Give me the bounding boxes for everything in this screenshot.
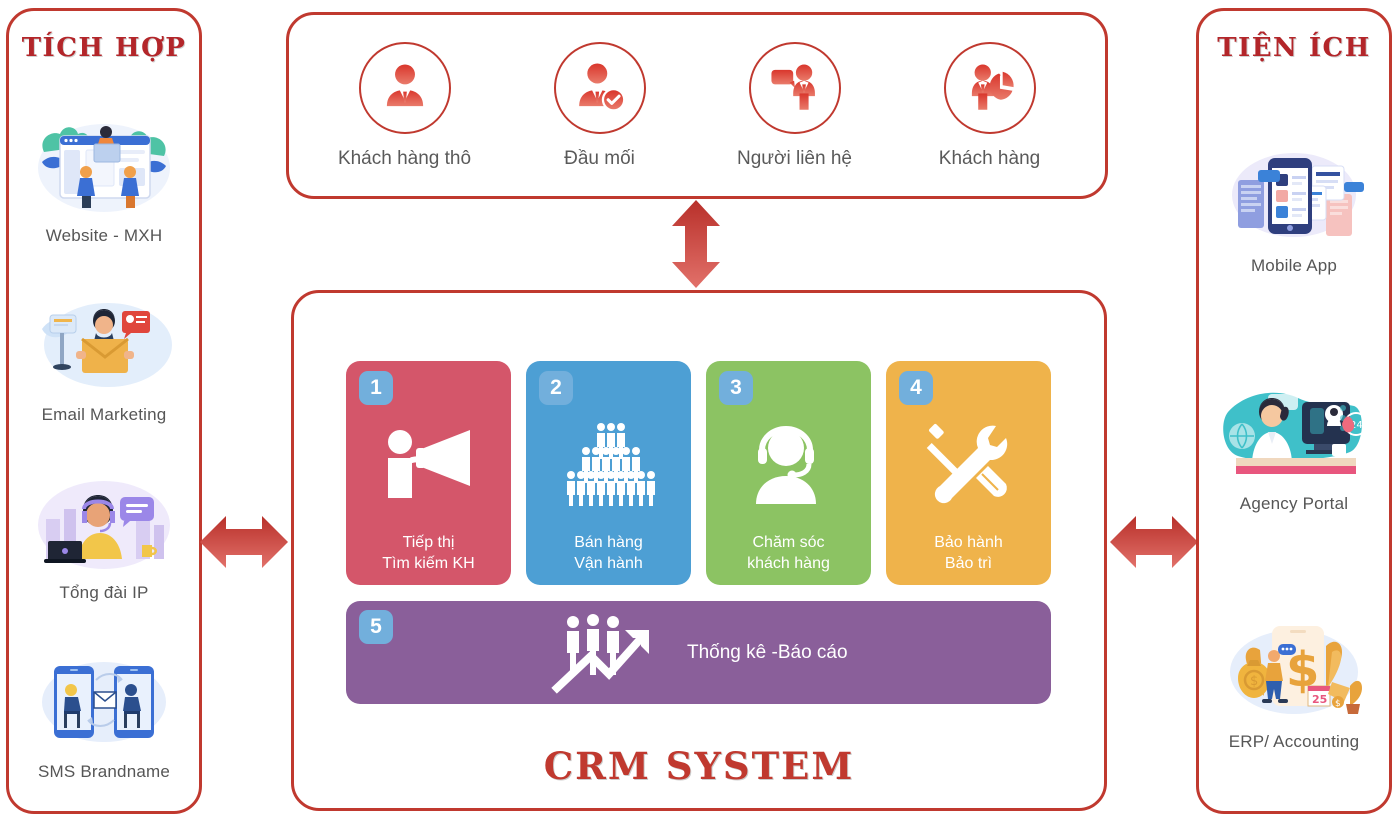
people-pyramid-icon (554, 415, 664, 511)
people-growth-chart-icon (551, 612, 661, 694)
card-line2: Bảo trì (944, 555, 993, 573)
agency-portal-illustration-icon: 24 (1214, 378, 1374, 488)
person-check-icon (553, 41, 646, 134)
sidebar-item-agency-portal[interactable]: 24 Agency Portal (1199, 378, 1389, 514)
headset-agent-icon (734, 415, 844, 511)
right-sidebar-panel: TIỆN ÍCH (1196, 8, 1392, 814)
card-line1: Bán hàng (574, 533, 643, 551)
customer-type-raw[interactable]: Khách hàng thô (310, 41, 500, 170)
svg-text:24: 24 (1350, 420, 1363, 431)
sidebar-item-mobile-app[interactable]: Mobile App (1199, 140, 1389, 276)
crm-card-sales[interactable]: 2 (526, 361, 691, 585)
double-arrow-right-icon (1108, 510, 1200, 574)
svg-text:$: $ (1335, 699, 1341, 709)
megaphone-icon (374, 415, 484, 511)
card-text: Tiếp thị Tìm kiếm KH (346, 532, 511, 575)
customer-type-lead[interactable]: Đầu mối (505, 41, 695, 170)
card-line2: khách hàng (747, 555, 830, 573)
crm-system-title: CRM SYSTEM (543, 744, 855, 788)
card-line1: Chăm sóc (752, 533, 825, 551)
person-speech-icon (748, 41, 841, 134)
wrench-screwdriver-icon (914, 415, 1024, 511)
card-line1: Tiếp thị (402, 533, 455, 551)
double-arrow-vertical-icon (668, 198, 724, 290)
website-illustration-icon (24, 110, 184, 220)
card-number-badge: 3 (719, 371, 753, 405)
sidebar-item-label: ERP/ Accounting (1228, 732, 1360, 751)
sidebar-item-label: Tổng đài IP (59, 583, 149, 603)
left-sidebar-list: Website - MXH (9, 89, 199, 803)
double-arrow-left-icon (198, 510, 290, 574)
person-suit-icon (358, 41, 451, 134)
erp-accounting-illustration-icon: $ $ 25 $ (1214, 616, 1374, 726)
left-sidebar-title: TÍCH HỢP (21, 33, 187, 63)
right-sidebar-list: Mobile App 24 (1199, 89, 1389, 803)
card-line2: Vận hành (574, 555, 643, 573)
sidebar-item-website[interactable]: Website - MXH (9, 110, 199, 246)
card-text: Bảo hành Bảo trì (886, 532, 1051, 575)
svg-text:25: 25 (1312, 693, 1327, 706)
call-center-illustration-icon (24, 467, 184, 577)
crm-system-panel: 1 Tiếp thị Tìm kiếm KH 2 (291, 290, 1107, 811)
crm-card-customer-care[interactable]: 3 Chăm sóc khách hàng (706, 361, 871, 585)
card-line2: Tìm kiếm KH (382, 555, 475, 573)
sidebar-item-sms-brandname[interactable]: SMS Brandname (9, 646, 199, 782)
card-number-badge: 1 (359, 371, 393, 405)
email-illustration-icon (24, 289, 184, 399)
card-line1: Bảo hành (934, 533, 1003, 551)
customer-type-contact[interactable]: Người liên hệ (700, 41, 890, 170)
customer-type-customer[interactable]: Khách hàng (895, 41, 1085, 170)
left-sidebar-panel: TÍCH HỢP (6, 8, 202, 814)
crm-card-warranty[interactable]: 4 Bảo hành Bảo trì (886, 361, 1051, 585)
sidebar-item-label: Mobile App (1250, 256, 1338, 275)
customer-types-row: Khách hàng thô Đầu mối (289, 15, 1105, 196)
sidebar-item-label: Website - MXH (45, 226, 163, 246)
mobile-app-illustration-icon (1214, 140, 1374, 250)
customer-type-label: Khách hàng thô (337, 147, 472, 169)
sidebar-item-ip-pbx[interactable]: Tổng đài IP (9, 467, 199, 603)
crm-card-reports[interactable]: 5 Thống kê -Báo cáo (346, 601, 1051, 704)
crm-card-marketing[interactable]: 1 Tiếp thị Tìm kiếm KH (346, 361, 511, 585)
sidebar-item-email-marketing[interactable]: Email Marketing (9, 289, 199, 425)
right-sidebar-title: TIỆN ÍCH (1217, 33, 1371, 63)
sidebar-item-erp-accounting[interactable]: $ $ 25 $ (1199, 616, 1389, 752)
card-number-badge: 2 (539, 371, 573, 405)
card-text: Chăm sóc khách hàng (706, 532, 871, 575)
sidebar-item-label: Agency Portal (1239, 494, 1349, 513)
card-number-badge: 5 (359, 610, 393, 644)
svg-text:$: $ (1250, 674, 1258, 689)
person-piechart-icon (943, 41, 1036, 134)
card-text: Bán hàng Vận hành (526, 532, 691, 575)
customer-type-label: Khách hàng (938, 147, 1041, 169)
sidebar-item-label: Email Marketing (41, 404, 167, 424)
customer-type-label: Người liên hệ (737, 147, 852, 169)
sms-illustration-icon (24, 646, 184, 756)
crm-module-cards: 1 Tiếp thị Tìm kiếm KH 2 (346, 361, 1051, 585)
sidebar-item-label: SMS Brandname (37, 761, 171, 781)
customer-types-panel: Khách hàng thô Đầu mối (286, 12, 1108, 199)
card-number-badge: 4 (899, 371, 933, 405)
card-label: Thống kê -Báo cáo (687, 641, 848, 663)
customer-type-label: Đầu mối (564, 147, 635, 169)
